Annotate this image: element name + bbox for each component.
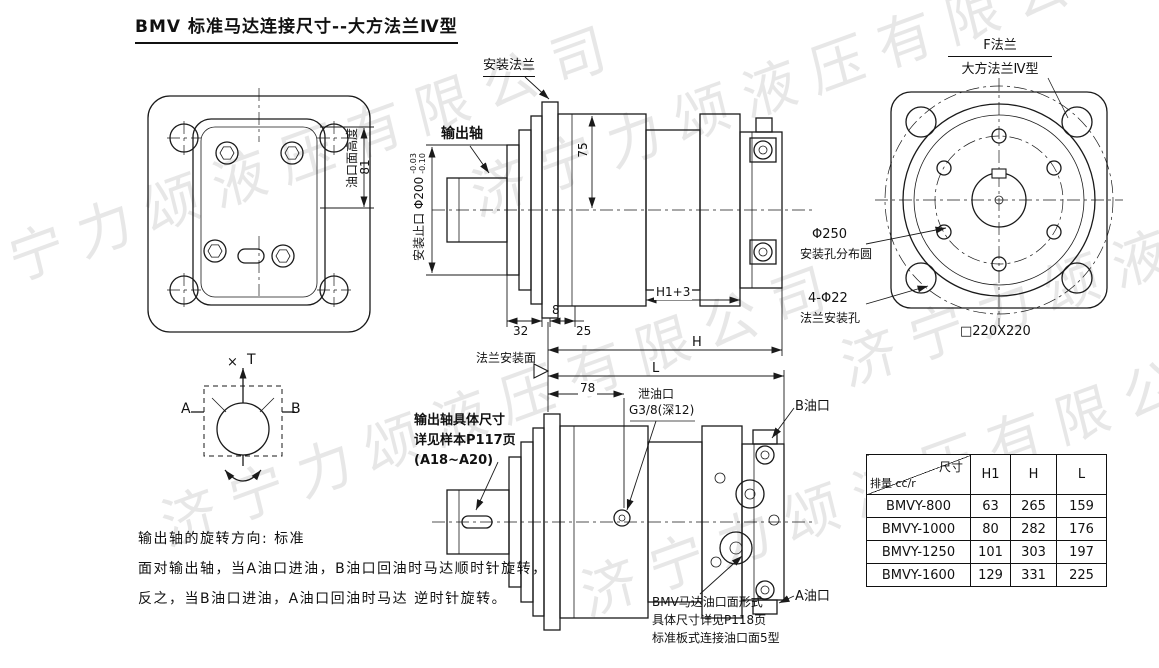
phi250-label: Φ250 [812,227,848,242]
square-dim-label: □220X220 [960,324,1031,339]
f-flange-label: F法兰 [948,38,1052,58]
dim-h1p3-label: H1+3 [654,285,693,300]
model-cell: BMVY-1000 [866,517,971,541]
table-row: BMVY-1250 101 303 197 [866,540,1107,564]
schematic-x-mark: × [227,355,238,370]
dimension-table: 尺寸 排量 cc/r H1 H L BMVY-800 63 265 159 BM… [866,454,1107,587]
l-cell: 159 [1056,494,1107,518]
hole-circle-label: 安装孔分布圆 [800,247,873,261]
dim-75-label: 75 [575,142,590,158]
port-note-line3: 标准板式连接油口面5型 [652,631,780,645]
dim-8-label: 8 [552,303,560,317]
shaft-note-line2: 详见样本P117页 [414,433,516,448]
h1-cell: 129 [970,563,1011,587]
tol-lower: -0.10 [418,153,427,174]
table-header-h1: H1 [970,454,1011,495]
output-shaft-label: 输出轴 [441,126,483,142]
schematic-a-label: A [181,401,191,417]
table-header-size: 尺寸 [938,460,963,474]
four-phi22-label: 4-Φ22 [808,291,848,306]
h-cell: 282 [1010,517,1057,541]
table-header-l: L [1056,454,1107,495]
dim-H-label: H [692,335,702,350]
schematic-t-label: T [247,352,256,368]
dim-L-lines [548,370,785,446]
side-view-top-linework [426,76,815,412]
a-port-label: A油口 [795,589,830,604]
drain-spec-label: G3/8(深12) [629,403,695,417]
front-view-linework [147,88,374,333]
schematic-b-label: B [291,401,301,417]
h-cell: 331 [1010,563,1057,587]
l-cell: 176 [1056,517,1107,541]
shaft-note-line3: (A18~A20) [414,453,494,468]
dim-32-8-25-lines [506,275,584,327]
port-note-line1: BMV马达油口面形式 [652,595,763,609]
flange-face-flag [533,363,550,379]
model-cell: BMVY-800 [866,494,971,518]
h-cell: 303 [1010,540,1057,564]
flange-type-label: 大方法兰Ⅳ型 [961,62,1039,77]
table-header-h: H [1010,454,1057,495]
table-header-row: 尺寸 排量 cc/r H1 H L [866,454,1107,495]
dim-phi200-lines [426,144,507,276]
flange-holes-label: 法兰安装孔 [800,311,861,325]
dim-h1p3-lines [645,288,741,305]
model-cell: BMVY-1250 [866,540,971,564]
spigot-dimension-label: 安装止口 Φ200 -0.03 -0.10 [409,127,428,287]
table-header-displacement: 排量 cc/r [870,477,916,490]
h1-cell: 63 [970,494,1011,518]
l-cell: 197 [1056,540,1107,564]
rotation-note-line2: 面对输出轴，当A油口进油，B油口回油时马达顺时针旋转， [138,561,548,577]
flange-view-linework [865,77,1123,326]
b-port-label: B油口 [795,399,830,414]
h1-cell: 80 [970,517,1011,541]
dim-81-label: 81 [357,159,372,175]
side-view-bottom-linework [432,370,815,631]
flange-face-label: 法兰安装面 [476,351,537,365]
table-row: BMVY-800 63 265 159 [866,494,1107,518]
rotation-note-line1: 输出轴的旋转方向: 标准 [138,531,306,547]
spigot-tolerance: -0.03 -0.10 [409,153,428,174]
dim-81-lines [320,126,374,209]
table-header-diagonal-cell: 尺寸 排量 cc/r [866,454,971,495]
h1-cell: 101 [970,540,1011,564]
table-row: BMVY-1000 80 282 176 [866,517,1107,541]
dim-25-label: 25 [576,324,592,338]
shaft-note-line1: 输出轴具体尺寸 [414,413,506,428]
drain-port-label: 泄油口 [638,387,675,401]
spigot-label-text: 安装止口 Φ200 [411,176,426,261]
h-cell: 265 [1010,494,1057,518]
table-row: BMVY-1600 129 331 225 [866,563,1107,587]
page-title: BMV 标准马达连接尺寸--大方法兰Ⅳ型 [135,12,458,44]
rotation-note-line3: 反之，当B油口进油，A油口回油时马达 逆时针旋转。 [138,591,508,607]
mount-flange-label: 安装法兰 [483,58,536,78]
schematic-linework [191,368,295,482]
port-note-line2: 具体尺寸详见P118页 [652,613,767,627]
model-cell: BMVY-1600 [866,563,971,587]
dim-L-label: L [652,361,660,376]
l-cell: 225 [1056,563,1107,587]
dim-32-label: 32 [513,324,529,338]
dim-78-label: 78 [578,381,598,396]
